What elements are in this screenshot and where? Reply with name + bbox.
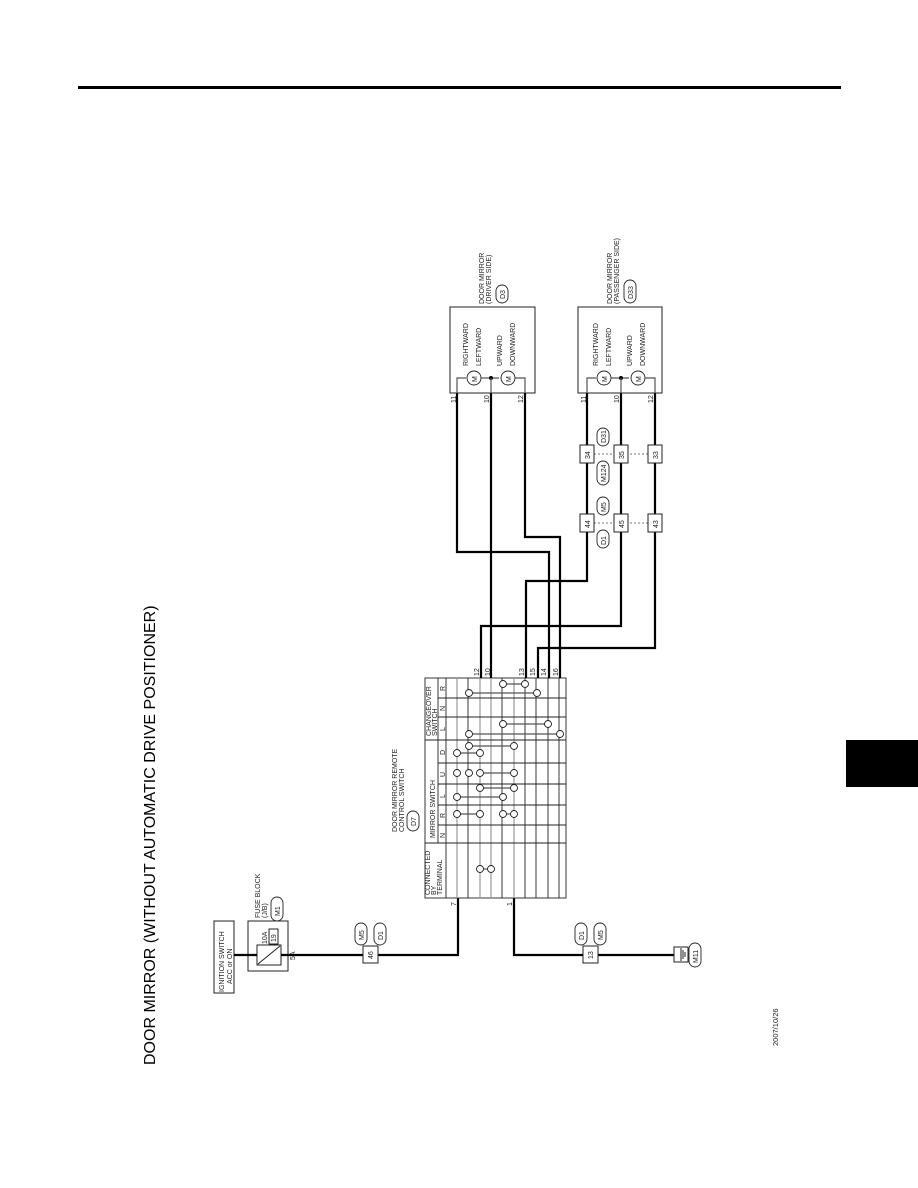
svg-text:35: 35 [619,451,626,459]
svg-text:D31: D31 [601,430,608,443]
joint-pin-35 [613,444,629,464]
svg-text:M: M [636,376,643,382]
date-code: 2007/10/26 [771,1008,780,1046]
svg-text:L: L [440,794,447,798]
joint-pin-46 [362,945,379,964]
svg-text:D7: D7 [411,817,418,826]
joint-pin-13 [582,945,599,964]
joint-pin-45 [613,513,629,533]
svg-text:(J/B): (J/B) [262,903,269,918]
svg-text:ACC or ON: ACC or ON [227,949,234,984]
svg-text:44: 44 [585,520,592,528]
svg-text:M: M [472,376,479,382]
svg-text:11: 11 [581,396,588,403]
fuse-block: FUSE BLOCK (J/B) M1 10A 19 5A [247,873,297,972]
svg-text:DOWNWARD: DOWNWARD [510,323,517,366]
svg-text:D1: D1 [601,536,608,545]
svg-text:M: M [602,376,609,382]
svg-text:M5: M5 [598,930,605,940]
joint-pin-43 [647,513,663,533]
ignition-switch: IGNITION SWITCH ACC or ON [213,920,235,994]
svg-text:LEFTWARD: LEFTWARD [606,328,613,366]
fuse-number: 19 [271,934,278,942]
svg-text:45: 45 [619,520,626,528]
svg-text:IGNITION SWITCH: IGNITION SWITCH [219,931,226,992]
svg-text:34: 34 [585,451,592,459]
svg-text:D: D [440,750,447,755]
page-header-rule [78,86,841,89]
joint-pin-33 [647,444,663,464]
svg-text:13: 13 [519,668,526,676]
svg-text:M11: M11 [693,950,700,963]
svg-text:10: 10 [614,395,621,403]
svg-text:CONTROL SWITCH: CONTROL SWITCH [399,768,406,832]
svg-text:M5: M5 [359,930,366,940]
svg-text:14: 14 [541,668,548,676]
joint-pin-44 [579,513,595,533]
svg-text:16: 16 [553,668,560,676]
svg-text:7: 7 [451,902,458,906]
svg-text:M: M [506,376,513,382]
svg-text:(DRIVER SIDE): (DRIVER SIDE) [486,255,493,304]
svg-text:12: 12 [518,395,525,403]
svg-text:(PASSENGER SIDE): (PASSENGER SIDE) [614,238,621,304]
svg-text:TERMINAL: TERMINAL [437,860,444,896]
svg-text:CHANGEOVER: CHANGEOVER [426,686,433,736]
svg-text:M1: M1 [275,906,282,916]
svg-text:N: N [440,833,447,838]
joint-pin-34 [579,444,595,464]
svg-text:DOWNWARD: DOWNWARD [640,323,647,366]
diagram-title: DOOR MIRROR (WITHOUT AUTOMATIC DRIVE POS… [142,605,159,1065]
svg-text:10: 10 [485,668,492,676]
svg-text:12: 12 [474,668,481,676]
remote-control-switch: DOOR MIRROR REMOTE CONTROL SWITCH D7 CHA… [392,668,567,906]
svg-text:U: U [440,772,447,777]
connector-M5 [354,922,368,946]
svg-text:43: 43 [653,520,660,528]
svg-text:15: 15 [530,668,537,676]
connector-D1 [373,922,387,946]
svg-text:MIRROR SWITCH: MIRROR SWITCH [430,780,437,838]
ground-icon [673,946,689,963]
svg-text:CONNECTED: CONNECTED [425,851,432,895]
fuse-rating: 10A [262,931,269,944]
svg-text:LEFTWARD: LEFTWARD [476,328,483,366]
svg-text:UPWARD: UPWARD [497,335,504,366]
svg-text:33: 33 [653,451,660,459]
svg-text:FUSE BLOCK: FUSE BLOCK [255,873,262,918]
svg-text:RIGHTWARD: RIGHTWARD [593,323,600,366]
svg-text:DOOR MIRROR: DOOR MIRROR [479,253,486,304]
passenger-door-mirror: DOOR MIRROR (PASSENGER SIDE) D33 M M RIG… [577,238,663,403]
svg-text:M5: M5 [601,502,608,512]
svg-text:12: 12 [648,395,655,403]
svg-text:DOOR MIRROR: DOOR MIRROR [607,253,614,304]
svg-text:D3: D3 [500,290,507,299]
svg-text:R: R [440,813,447,818]
svg-text:D1: D1 [378,931,385,940]
svg-text:L: L [440,727,447,731]
svg-text:D1: D1 [579,931,586,940]
svg-text:DOOR MIRROR REMOTE: DOOR MIRROR REMOTE [392,748,399,832]
svg-text:13: 13 [588,951,595,959]
svg-text:D33: D33 [628,286,635,299]
svg-text:N: N [440,706,447,711]
svg-text:11: 11 [451,396,458,403]
svg-text:SWITCH: SWITCH [432,708,439,736]
svg-text:10: 10 [484,395,491,403]
svg-text:M124: M124 [601,464,608,482]
svg-text:UPWARD: UPWARD [627,335,634,366]
section-index-tab [846,740,918,787]
svg-text:RIGHTWARD: RIGHTWARD [463,323,470,366]
svg-text:1: 1 [507,902,514,906]
svg-text:BY: BY [431,885,438,895]
driver-door-mirror: DOOR MIRROR (DRIVER SIDE) D3 M M RIGHTWA… [449,253,536,403]
svg-text:R: R [440,686,447,691]
svg-text:46: 46 [368,951,375,959]
